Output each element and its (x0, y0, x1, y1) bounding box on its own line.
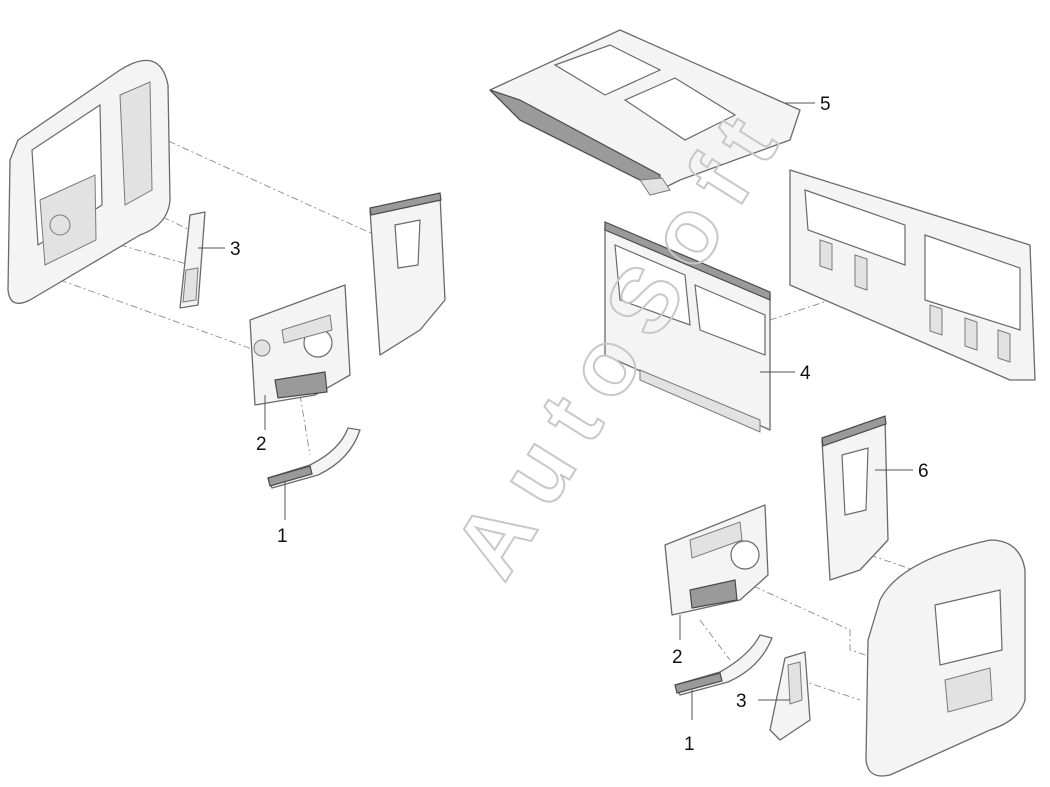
left-pillar-trim (179, 211, 206, 309)
right-door-upper-trim (821, 415, 889, 581)
left-door-trim-panel (249, 284, 351, 406)
callout-left-2: 2 (256, 434, 267, 455)
callout-left-1: 1 (277, 526, 288, 547)
left-door-shell (7, 59, 171, 304)
callout-back-4: 4 (800, 363, 811, 384)
back-trim-panel (604, 221, 771, 433)
roof-panel (489, 29, 801, 196)
callout-right-6: 6 (918, 461, 929, 482)
right-sill-step (674, 634, 773, 696)
right-pillar-trim (769, 651, 811, 741)
right-door-trim-panel (664, 504, 769, 616)
callouts: 3 2 1 5 4 6 2 3 1 (198, 94, 929, 755)
callout-left-3: 3 (230, 239, 241, 260)
callout-roof-5: 5 (820, 94, 831, 115)
callout-right-2: 2 (672, 647, 683, 668)
callout-right-3: 3 (736, 691, 747, 712)
left-sill-step (267, 427, 361, 489)
left-door-upper-trim (369, 192, 446, 356)
callout-right-1: 1 (684, 734, 695, 755)
right-door-shell (865, 539, 1026, 777)
rear-wall-panel (789, 169, 1036, 381)
